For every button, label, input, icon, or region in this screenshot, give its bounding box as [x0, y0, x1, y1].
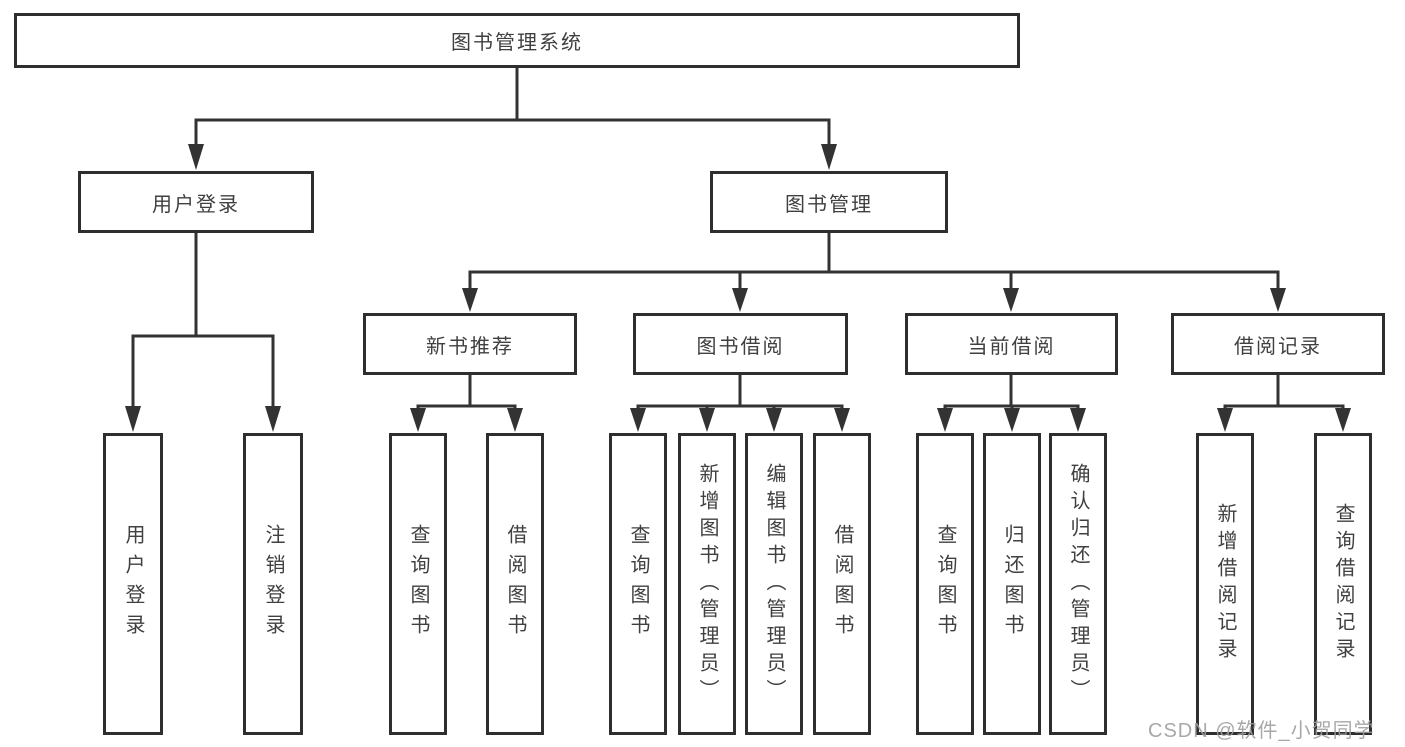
node-book-management-label: 图书管理	[785, 193, 873, 216]
leaf-borrow-books-label: 借阅图书	[831, 524, 853, 644]
leaf-edit-books-admin-label: 编辑图书（管理员）	[763, 462, 785, 706]
node-book-borrow-label: 图书借阅	[696, 335, 785, 358]
leaf-add-borrow-record: 新增借阅记录	[1196, 433, 1254, 735]
leaf-confirm-return-admin-label: 确认归还（管理员）	[1067, 462, 1089, 706]
leaf-query-books-current-label: 查询图书	[934, 524, 956, 644]
node-book-management: 图书管理	[710, 171, 948, 233]
leaf-add-books-admin-label: 新增图书（管理员）	[696, 462, 718, 706]
leaf-add-books-admin: 新增图书（管理员）	[678, 433, 736, 735]
leaf-query-borrow-record-label: 查询借阅记录	[1332, 503, 1354, 665]
node-user-login: 用户登录	[78, 171, 314, 233]
node-borrow-records-label: 借阅记录	[1234, 335, 1322, 358]
leaf-borrow-books: 借阅图书	[813, 433, 871, 735]
leaf-return-books-label: 归还图书	[1001, 524, 1023, 644]
leaf-query-books-current: 查询图书	[916, 433, 974, 735]
csdn-watermark: CSDN @软件_小贺同学	[1148, 720, 1375, 742]
leaf-query-books-borrow-label: 查询图书	[627, 524, 649, 644]
node-new-book-recommend: 新书推荐	[363, 313, 577, 375]
node-borrow-records: 借阅记录	[1171, 313, 1385, 375]
leaf-logout-label: 注销登录	[262, 524, 284, 644]
leaf-confirm-return-admin: 确认归还（管理员）	[1049, 433, 1107, 735]
leaf-query-borrow-record: 查询借阅记录	[1314, 433, 1372, 735]
leaf-user-login-label: 用户登录	[122, 524, 144, 644]
arrowheads	[125, 144, 1351, 432]
leaf-logout: 注销登录	[243, 433, 303, 735]
leaf-query-books-recommend-label: 查询图书	[407, 524, 429, 644]
leaf-edit-books-admin: 编辑图书（管理员）	[745, 433, 803, 735]
node-new-book-recommend-label: 新书推荐	[426, 335, 514, 358]
leaf-query-books-recommend: 查询图书	[389, 433, 447, 735]
leaf-add-borrow-record-label: 新增借阅记录	[1214, 503, 1236, 665]
node-root-system: 图书管理系统	[14, 13, 1020, 68]
leaf-user-login: 用户登录	[103, 433, 163, 735]
node-user-login-label: 用户登录	[152, 193, 240, 216]
leaf-borrow-books-recommend-label: 借阅图书	[504, 524, 526, 644]
leaf-query-books-borrow: 查询图书	[609, 433, 667, 735]
node-current-borrow: 当前借阅	[905, 313, 1118, 375]
node-root-label: 图书管理系统	[451, 32, 583, 54]
node-book-borrow: 图书借阅	[633, 313, 848, 375]
leaf-return-books: 归还图书	[983, 433, 1041, 735]
node-current-borrow-label: 当前借阅	[967, 335, 1056, 358]
leaf-borrow-books-recommend: 借阅图书	[486, 433, 544, 735]
